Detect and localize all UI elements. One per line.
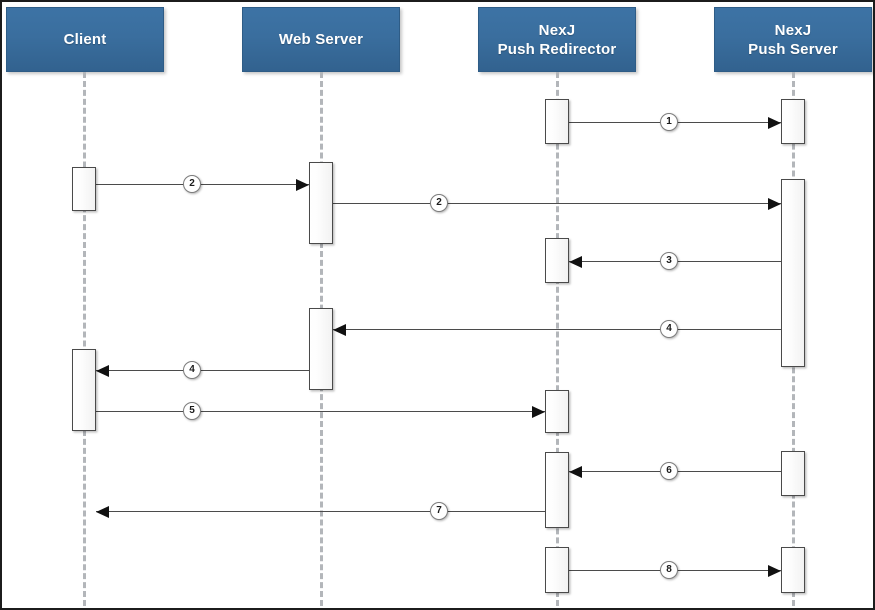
message-sequence-badge: 5 [183, 402, 201, 420]
message-sequence-badge: 4 [660, 320, 678, 338]
participant-redirector[interactable]: NexJ Push Redirector [478, 7, 636, 72]
message-line-2-client-to-web_server[interactable] [96, 184, 309, 185]
activation-bar-redirector[interactable] [545, 390, 569, 433]
activation-bar-push_server[interactable] [781, 451, 805, 496]
arrowhead-left-icon [96, 506, 109, 518]
participant-label-client: Client [63, 31, 107, 48]
activation-bar-redirector[interactable] [545, 547, 569, 593]
arrowhead-right-icon [532, 406, 545, 418]
arrowhead-right-icon [768, 565, 781, 577]
participant-label-redirector: NexJ Push Redirector [497, 21, 617, 58]
activation-bar-redirector[interactable] [545, 452, 569, 528]
message-sequence-badge: 4 [183, 361, 201, 379]
activation-bar-web_server[interactable] [309, 162, 333, 244]
arrowhead-right-icon [768, 117, 781, 129]
participant-client[interactable]: Client [6, 7, 164, 72]
message-line-4-push_server-to-web_server[interactable] [333, 329, 781, 330]
arrowhead-right-icon [296, 179, 309, 191]
message-line-2-web_server-to-push_server[interactable] [333, 203, 781, 204]
message-line-5-client-to-redirector[interactable] [96, 411, 545, 412]
message-sequence-badge: 7 [430, 502, 448, 520]
activation-bar-push_server[interactable] [781, 179, 805, 367]
arrowhead-left-icon [569, 256, 582, 268]
participant-web_server[interactable]: Web Server [242, 7, 400, 72]
arrowhead-left-icon [333, 324, 346, 336]
participant-push_server[interactable]: NexJ Push Server [714, 7, 872, 72]
participant-label-push_server: NexJ Push Server [748, 21, 838, 58]
lifeline-client [83, 72, 86, 606]
message-sequence-badge: 1 [660, 113, 678, 131]
lifeline-redirector [556, 72, 559, 606]
message-line-4-web_server-to-client[interactable] [96, 370, 309, 371]
arrowhead-left-icon [96, 365, 109, 377]
activation-bar-web_server[interactable] [309, 308, 333, 390]
message-sequence-badge: 2 [430, 194, 448, 212]
activation-bar-client[interactable] [72, 167, 96, 211]
activation-bar-redirector[interactable] [545, 99, 569, 144]
arrowhead-right-icon [768, 198, 781, 210]
arrowhead-left-icon [569, 466, 582, 478]
activation-bar-push_server[interactable] [781, 99, 805, 144]
message-sequence-badge: 3 [660, 252, 678, 270]
activation-bar-redirector[interactable] [545, 238, 569, 283]
message-sequence-badge: 6 [660, 462, 678, 480]
activation-bar-client[interactable] [72, 349, 96, 431]
participant-label-web_server: Web Server [278, 31, 364, 48]
message-line-7-redirector-to-client[interactable] [96, 511, 545, 512]
message-sequence-badge: 2 [183, 175, 201, 193]
message-sequence-badge: 8 [660, 561, 678, 579]
activation-bar-push_server[interactable] [781, 547, 805, 593]
